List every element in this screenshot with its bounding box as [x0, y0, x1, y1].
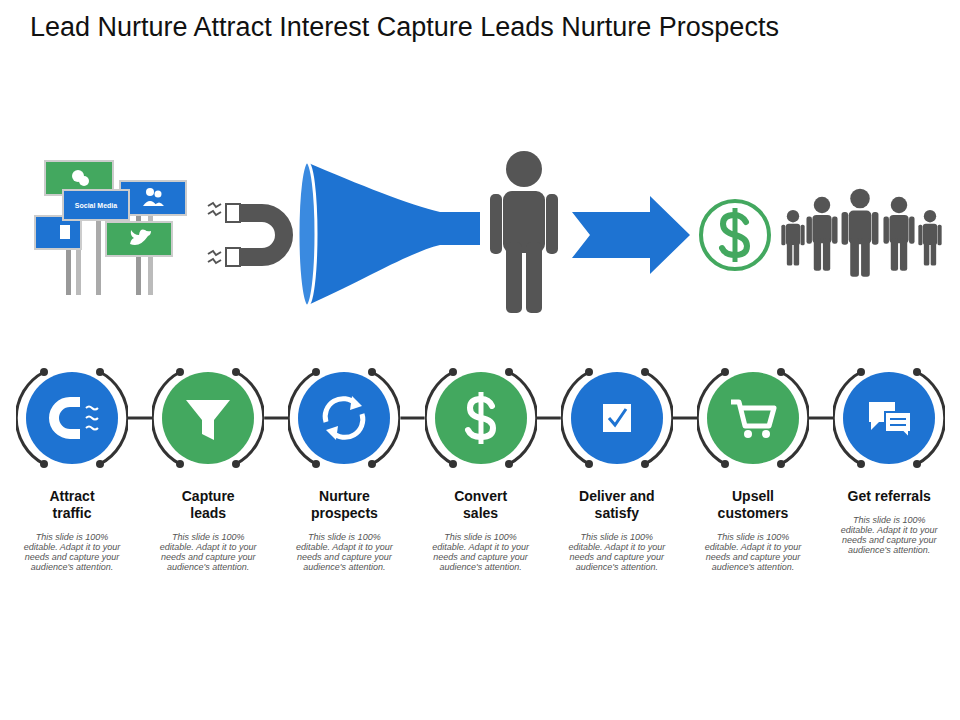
step-node: Capture leadsThis slide is 100% editable… [152, 362, 264, 572]
magnet-icon [208, 203, 284, 266]
step-description: This slide is 100% editable. Adapt it to… [565, 532, 669, 572]
flow-arrow [572, 196, 690, 274]
social-media-signs [35, 161, 186, 295]
step-circle [833, 362, 945, 474]
step-title: Attract traffic [29, 488, 115, 522]
title: Lead Nurture Attract Interest Capture Le… [30, 12, 779, 43]
step-description: This slide is 100% editable. Adapt it to… [292, 532, 396, 572]
connector-line [537, 418, 561, 419]
step-node: Nurture prospectsThis slide is 100% edit… [288, 362, 400, 572]
step-title: Convert sales [438, 488, 524, 522]
step-circle [425, 362, 537, 474]
step-title: Deliver and satisfy [574, 488, 660, 522]
step-node: Convert salesThis slide is 100% editable… [425, 362, 537, 572]
step-node: Get referralsThis slide is 100% editable… [833, 362, 945, 555]
connector-line [673, 418, 697, 419]
connector-line [809, 418, 833, 419]
step-title: Capture leads [165, 488, 251, 522]
step-description: This slide is 100% editable. Adapt it to… [701, 532, 805, 572]
customer-group [781, 189, 941, 277]
connector-line [400, 418, 424, 419]
step-description: This slide is 100% editable. Adapt it to… [20, 532, 124, 572]
step-description: This slide is 100% editable. Adapt it to… [837, 515, 941, 555]
lead-person [490, 151, 558, 313]
step-node: Upsell customersThis slide is 100% edita… [697, 362, 809, 572]
step-circle [16, 362, 128, 474]
connector-line [128, 418, 152, 419]
step-title: Nurture prospects [301, 488, 387, 522]
step-circle [152, 362, 264, 474]
step-title: Get referrals [846, 488, 932, 505]
step-description: This slide is 100% editable. Adapt it to… [429, 532, 533, 572]
dollar-icon [701, 201, 769, 269]
step-title: Upsell customers [710, 488, 796, 522]
step-circle [561, 362, 673, 474]
funnel-shape [298, 162, 480, 306]
step-node: Deliver and satisfyThis slide is 100% ed… [561, 362, 673, 572]
step-circle [697, 362, 809, 474]
step-description: This slide is 100% editable. Adapt it to… [156, 532, 260, 572]
step-node: Attract trafficThis slide is 100% editab… [16, 362, 128, 572]
connector-line [264, 418, 288, 419]
sign-text: Social Media [63, 190, 129, 220]
step-circle [288, 362, 400, 474]
